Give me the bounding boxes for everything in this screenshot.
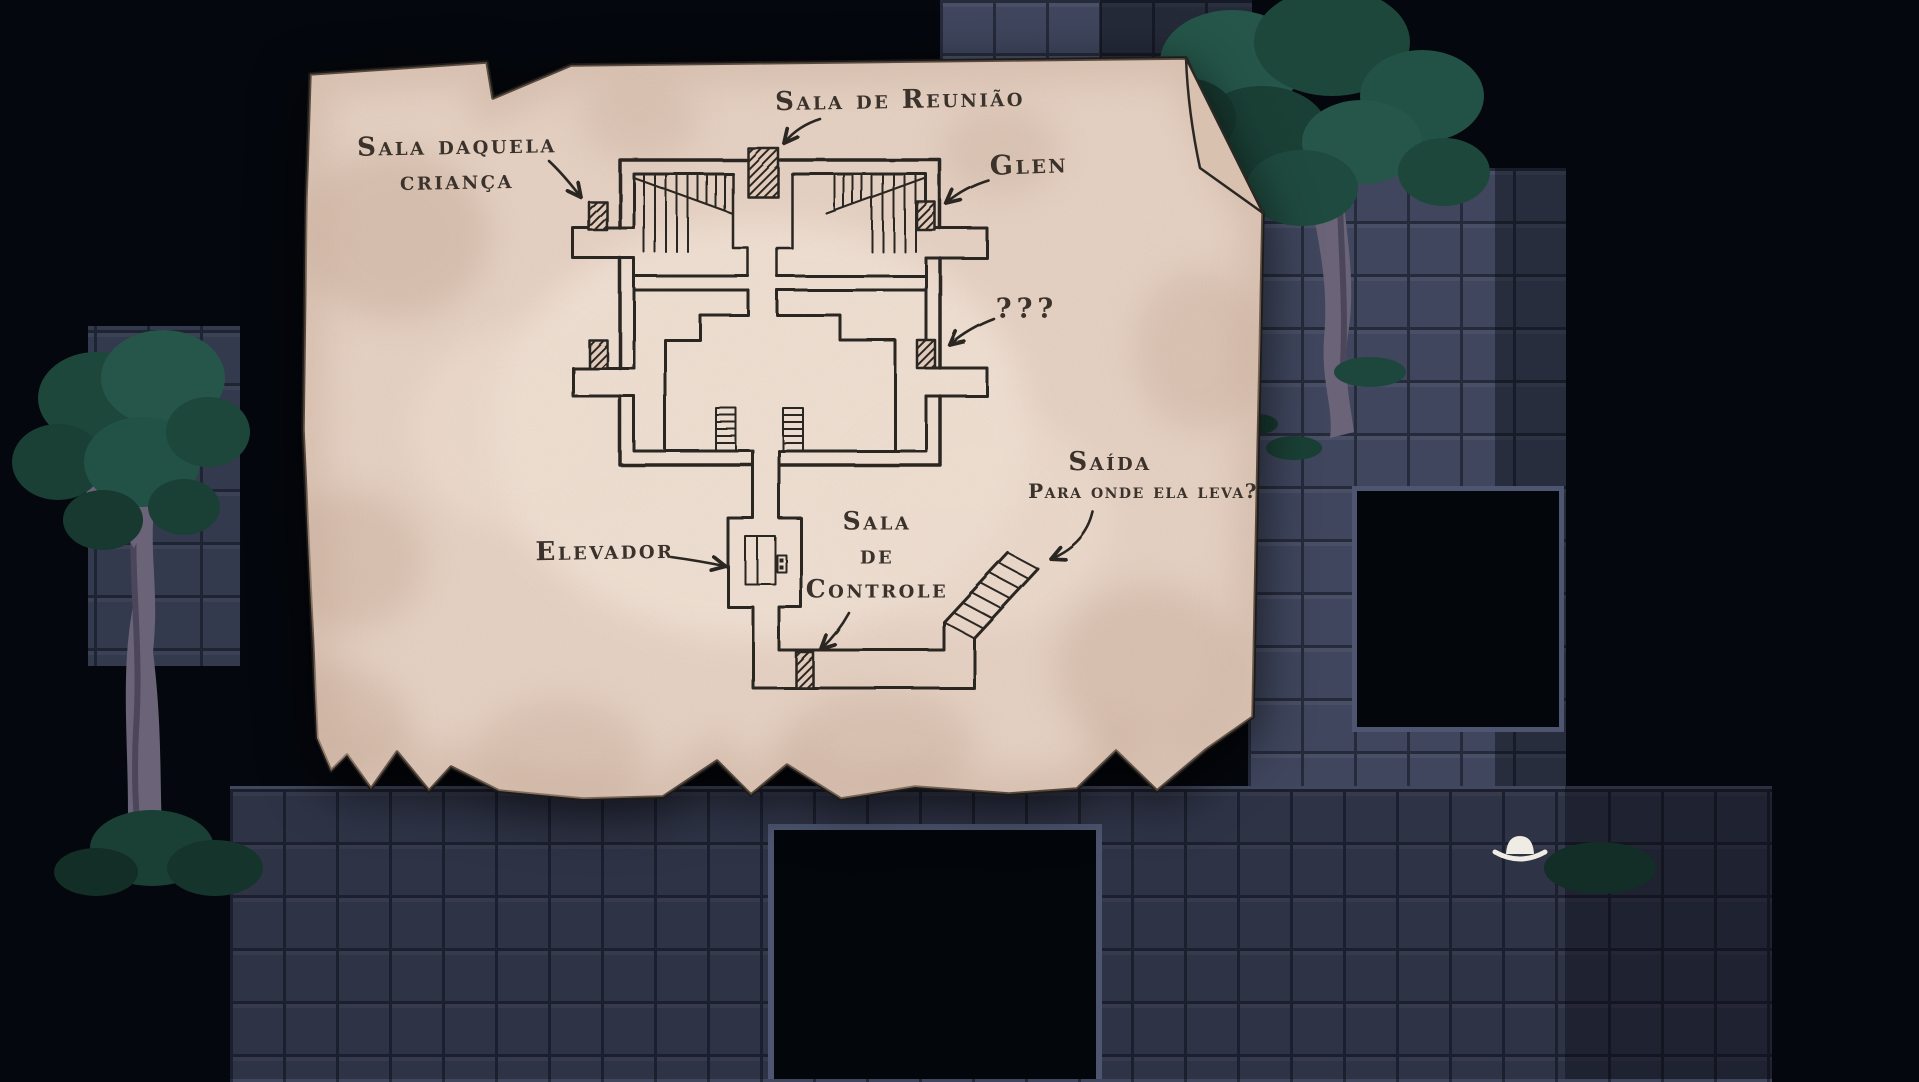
door-lower-left bbox=[587, 338, 609, 370]
arrow-control-room bbox=[822, 611, 851, 648]
arrow-meeting-room bbox=[785, 117, 822, 142]
doorway-right bbox=[1352, 486, 1564, 732]
door-kids-room bbox=[587, 200, 609, 232]
vestibule bbox=[731, 172, 794, 278]
door-meeting-room bbox=[746, 146, 780, 199]
folded-corner bbox=[1184, 56, 1265, 215]
interior-hatch-left bbox=[633, 175, 734, 253]
ladders bbox=[715, 407, 804, 452]
label-glen: Glen bbox=[989, 148, 1069, 182]
label-unknown: ??? bbox=[995, 293, 1059, 325]
hat-icon[interactable] bbox=[1492, 828, 1548, 872]
stepped-walls bbox=[663, 288, 897, 453]
arrow-elevator bbox=[669, 557, 724, 566]
label-kids-room-line2: criança bbox=[399, 165, 515, 197]
label-control-line1: Sala bbox=[842, 506, 912, 536]
label-kids-room-line1: Sala daquela bbox=[356, 129, 558, 163]
label-exit-question: Para onde ela leva? bbox=[1028, 479, 1258, 503]
label-control-line2: de bbox=[859, 540, 895, 570]
exit-stairs bbox=[943, 552, 1039, 639]
label-elevator: Elevador bbox=[535, 534, 675, 568]
building-outer-walls bbox=[618, 158, 942, 467]
arrow-exit bbox=[1052, 510, 1095, 558]
elevator-button-2 bbox=[779, 565, 783, 569]
arrow-unknown bbox=[951, 317, 996, 344]
floor-right-shade bbox=[1565, 786, 1772, 1079]
arrow-glen bbox=[948, 179, 991, 203]
door-control-room bbox=[794, 650, 815, 690]
elevator-icon bbox=[744, 535, 787, 585]
label-exit: Saída bbox=[1068, 447, 1152, 477]
map-drawing bbox=[547, 117, 1095, 690]
label-control-line3: Controle bbox=[805, 574, 949, 604]
label-meeting-room: Sala de Reunião bbox=[774, 82, 1026, 118]
door-glen bbox=[915, 200, 937, 232]
doorway-bottom bbox=[768, 824, 1102, 1079]
middle-wall bbox=[632, 274, 928, 292]
door-unknown bbox=[915, 338, 937, 370]
arrow-kids-room bbox=[547, 159, 580, 196]
elevator-button-1 bbox=[779, 558, 783, 562]
